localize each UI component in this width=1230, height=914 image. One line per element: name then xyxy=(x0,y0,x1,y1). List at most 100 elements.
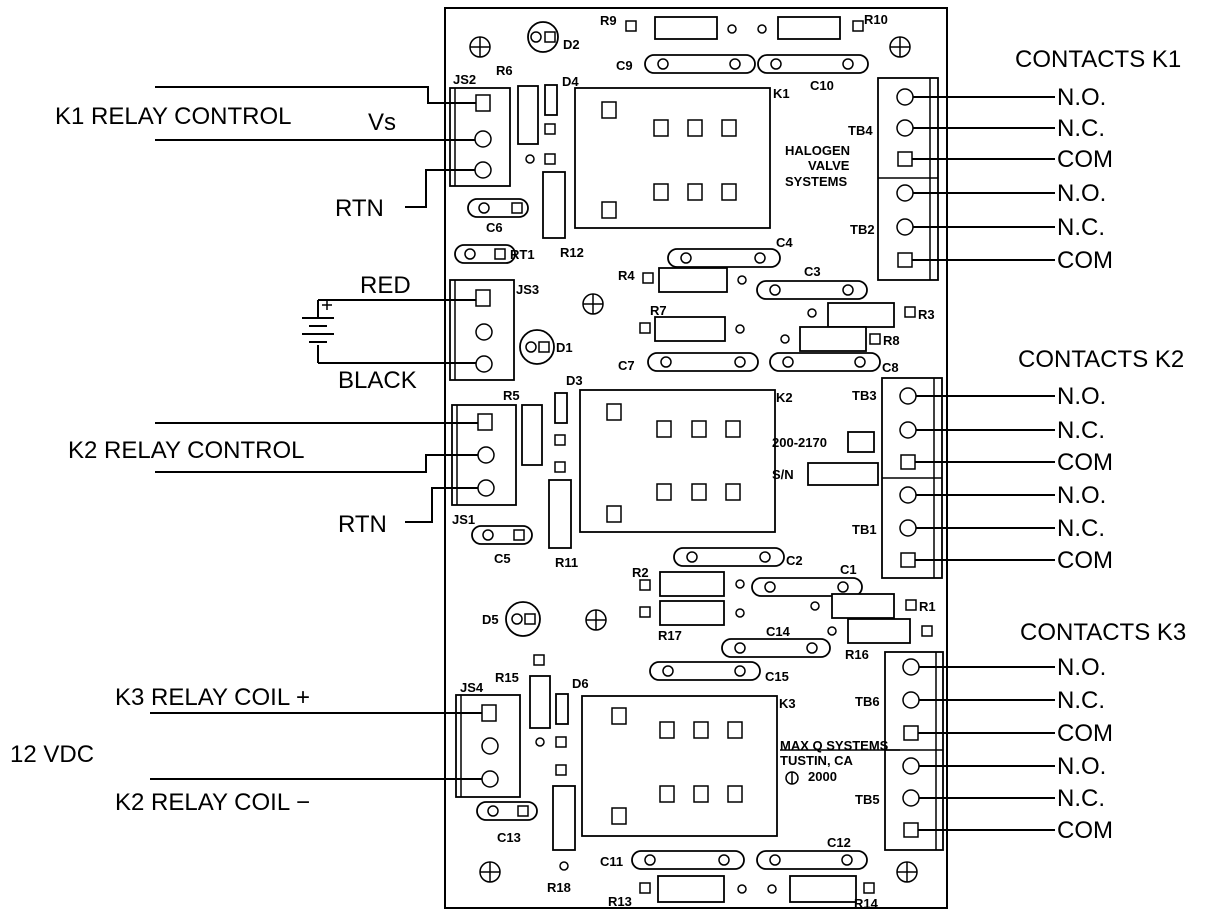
refdes-r2: R2 xyxy=(632,565,649,580)
refdes-tb1: TB1 xyxy=(852,522,877,537)
resistor-r15 xyxy=(529,654,551,729)
refdes-r14: R14 xyxy=(854,896,879,911)
refdes-k2: K2 xyxy=(776,390,793,405)
k3-relay-coil-plus-label: K3 RELAY COIL + xyxy=(115,684,310,711)
refdes-r18: R18 xyxy=(547,880,571,895)
relay-k2 xyxy=(579,389,776,533)
capacitor-c12 xyxy=(756,850,868,870)
rtn-label-k2: RTN xyxy=(338,511,387,538)
k3-coil-wires xyxy=(150,712,482,780)
mounting-hole xyxy=(469,36,491,58)
resistor-r6 xyxy=(517,85,539,145)
connector-js4 xyxy=(455,694,521,798)
resistor-r18 xyxy=(552,785,576,871)
pcb-outline xyxy=(444,7,948,909)
refdes-r17: R17 xyxy=(658,628,682,643)
capacitor-c7 xyxy=(647,352,759,372)
refdes-c9: C9 xyxy=(616,58,633,73)
refdes-r1: R1 xyxy=(919,599,936,614)
contacts-k3-heading: CONTACTS K3 xyxy=(1020,619,1186,646)
board-brand-line3: SYSTEMS xyxy=(785,174,847,189)
resistor-r13 xyxy=(639,875,747,903)
vs-label: Vs xyxy=(368,109,396,136)
capacitor-c5 xyxy=(471,525,533,545)
diode-d6 xyxy=(535,693,569,776)
red-wire-label: RED xyxy=(360,272,411,299)
board-maker-line2: TUSTIN, CA xyxy=(780,753,854,768)
contacts-k1-heading: CONTACTS K1 xyxy=(1015,46,1181,73)
resistor-r9 xyxy=(625,16,737,40)
k3-contact-wires xyxy=(918,666,1055,831)
board-year: 2000 xyxy=(808,769,837,784)
led-d5 xyxy=(505,601,541,637)
refdes-js3: JS3 xyxy=(516,282,539,297)
capacitor-c8 xyxy=(769,352,881,372)
relay-k3 xyxy=(581,695,778,837)
resistor-r5 xyxy=(521,404,543,466)
resistor-r12 xyxy=(542,171,566,239)
refdes-c11: C11 xyxy=(600,854,623,869)
refdes-k1: K1 xyxy=(773,86,790,101)
battery-symbol xyxy=(302,300,334,343)
refdes-d2: D2 xyxy=(563,37,580,52)
terminal-com-label: COM xyxy=(1057,720,1113,747)
board-maker-line1: MAX Q SYSTEMS xyxy=(780,738,889,753)
refdes-r13: R13 xyxy=(608,894,632,909)
refdes-c12: C12 xyxy=(827,835,851,850)
mounting-hole xyxy=(585,609,607,631)
terminal-no-label: N.O. xyxy=(1057,482,1106,509)
refdes-c1: C1 xyxy=(840,562,857,577)
capacitor-c14 xyxy=(721,638,831,658)
thermistor-rt1 xyxy=(454,244,516,264)
contacts-k2-heading: CONTACTS K2 xyxy=(1018,346,1184,373)
refdes-r3: R3 xyxy=(918,307,935,322)
k2-relay-control-label: K2 RELAY CONTROL xyxy=(68,437,305,464)
refdes-c8: C8 xyxy=(882,360,899,375)
k2-relay-control-wires xyxy=(155,422,478,523)
refdes-d6: D6 xyxy=(572,676,589,691)
refdes-js1: JS1 xyxy=(452,512,475,527)
refdes-c10: C10 xyxy=(810,78,834,93)
refdes-c7: C7 xyxy=(618,358,635,373)
mounting-hole xyxy=(889,36,911,58)
resistor-r8 xyxy=(780,326,881,352)
refdes-tb4: TB4 xyxy=(848,123,873,138)
k1-contact-wires xyxy=(912,96,1055,261)
relay-k1 xyxy=(574,87,771,229)
terminal-block-tb3-tb1 xyxy=(881,377,943,579)
refdes-r4: R4 xyxy=(618,268,635,283)
black-wire-label: BLACK xyxy=(338,367,417,394)
capacitor-c9 xyxy=(644,54,756,74)
capacitor-c6 xyxy=(467,198,529,218)
resistor-r1 xyxy=(810,593,917,619)
resistor-r4 xyxy=(642,267,747,293)
refdes-r15: R15 xyxy=(495,670,519,685)
refdes-js2: JS2 xyxy=(453,72,476,87)
board-part-number: 200-2170 xyxy=(772,435,827,450)
connector-js3 xyxy=(449,279,515,381)
capacitor-c4 xyxy=(667,248,781,268)
refdes-k3: K3 xyxy=(779,696,796,711)
capacitor-c3 xyxy=(756,280,868,300)
refdes-c2: C2 xyxy=(786,553,803,568)
refdes-r7: R7 xyxy=(650,303,667,318)
terminal-com-label: COM xyxy=(1057,547,1113,574)
refdes-d4: D4 xyxy=(562,74,579,89)
terminal-nc-label: N.C. xyxy=(1057,115,1105,142)
refdes-d3: D3 xyxy=(566,373,583,388)
k2-relay-coil-minus-label: K2 RELAY COIL − xyxy=(115,789,310,816)
refdes-rt1: RT1 xyxy=(510,247,535,262)
resistor-r10 xyxy=(757,16,864,40)
terminal-block-tb6-tb5 xyxy=(884,651,944,851)
resistor-r14 xyxy=(767,875,875,903)
terminal-nc-label: N.C. xyxy=(1057,785,1105,812)
refdes-tb3: TB3 xyxy=(852,388,877,403)
resistor-r16 xyxy=(827,618,933,644)
terminal-com-label: COM xyxy=(1057,817,1113,844)
refdes-tb5: TB5 xyxy=(855,792,880,807)
refdes-c3: C3 xyxy=(804,264,821,279)
terminal-nc-label: N.C. xyxy=(1057,417,1105,444)
diode-d3 xyxy=(554,392,568,473)
